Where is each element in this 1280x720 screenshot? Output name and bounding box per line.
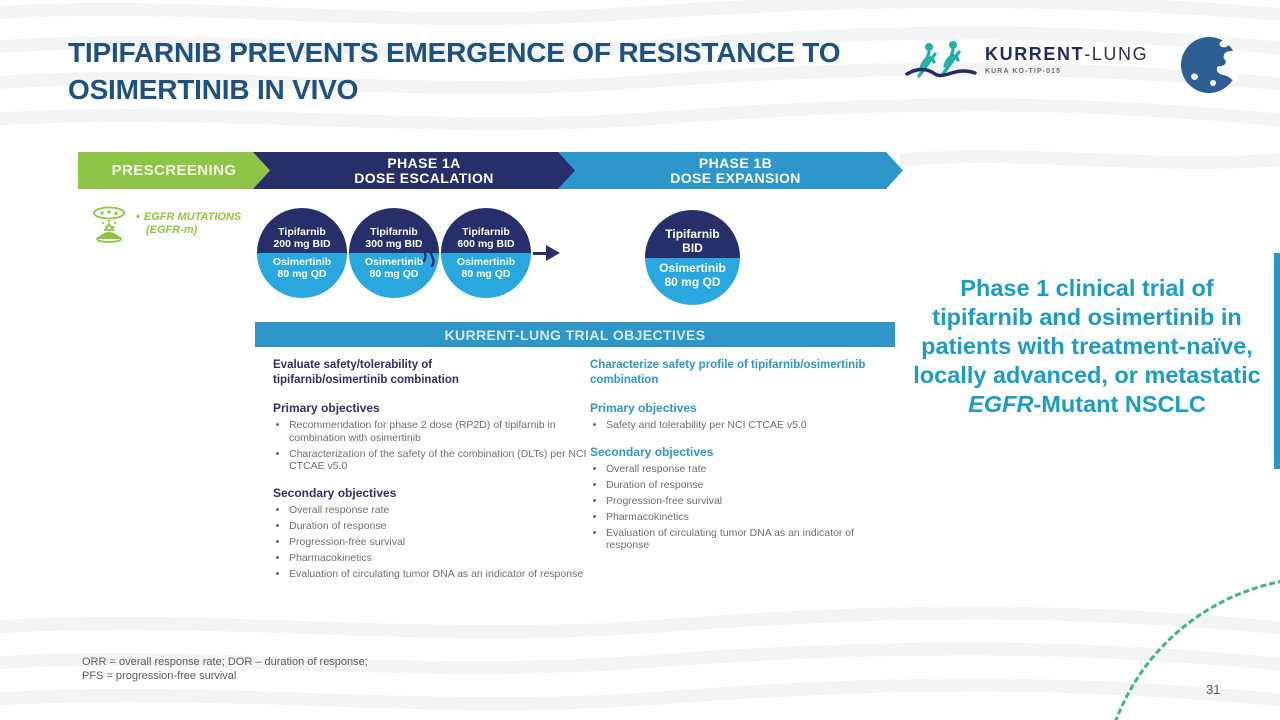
drug-name: Osimertinib: [272, 256, 332, 268]
stage-prescreening-label: PRESCREENING: [111, 162, 237, 179]
drug-dose: 80 mg QD: [277, 268, 327, 280]
tagline-part1: Phase 1 clinical trial of tipifarnib and…: [913, 275, 1261, 388]
right-primary-objectives-label: Primary objectives: [590, 401, 697, 415]
egfr-label-line1: EGFR MUTATIONS: [143, 211, 242, 223]
objective-item: Overall response rate: [606, 463, 885, 476]
drug-name: Tipifarnib: [278, 226, 326, 238]
egfr-mutation-icon: [93, 206, 125, 243]
objective-item: Progression-free survival: [606, 495, 885, 508]
kura-roundel-icon: [1181, 37, 1238, 93]
title-line-2: OSIMERTINIB IN VIVO: [68, 74, 359, 105]
drug-dose: BID: [682, 240, 703, 255]
objective-item: Evaluation of circulating tumor DNA as a…: [606, 527, 885, 552]
objective-item: Pharmacokinetics: [289, 552, 588, 565]
left-primary-objectives-list: Recommendation for phase 2 dose (RP2D) o…: [273, 419, 588, 473]
egfr-label-line2: (EGFR-m): [146, 224, 198, 236]
stage-phase-1a: PHASE 1A DOSE ESCALATION: [253, 152, 585, 189]
drug-dose: 80 mg QD: [664, 274, 721, 289]
bullet: •: [136, 211, 140, 223]
drug-dose: 80 mg QD: [461, 268, 511, 280]
objective-item: Progression-free survival: [289, 536, 588, 549]
objective-item: Duration of response: [289, 520, 588, 533]
stage-phase-1b-line1: PHASE 1B: [698, 154, 773, 171]
objective-item: Evaluation of circulating tumor DNA as a…: [289, 568, 588, 581]
objective-item: Duration of response: [606, 479, 885, 492]
right-primary-objectives-list: Safety and tolerability per NCI CTCAE v5…: [590, 419, 885, 432]
kurrent-lung-logo: KURRENT-LUNG KURA KO-TIP-015: [905, 36, 1148, 88]
page-title: TIPIFARNIB PREVENTS EMERGENCE OF RESISTA…: [68, 34, 898, 108]
stage-phase-1a-line2: DOSE ESCALATION: [354, 169, 494, 186]
abbreviations-footnote: ORR = overall response rate; DOR – durat…: [82, 655, 368, 683]
drug-name: Tipifarnib: [462, 226, 510, 238]
drug-name: Osimertinib: [456, 256, 516, 268]
objectives-column-expansion: Characterize safety profile of tipifarni…: [590, 358, 885, 555]
stage-phase-1a-line1: PHASE 1A: [387, 154, 461, 171]
objective-item: Safety and tolerability per NCI CTCAE v5…: [606, 419, 885, 432]
logo-wordmark-light: -LUNG: [1084, 44, 1149, 64]
objective-item: Recommendation for phase 2 dose (RP2D) o…: [289, 419, 588, 444]
trial-objectives-banner: KURRENT-LUNG TRIAL OBJECTIVES: [255, 322, 895, 347]
objective-item: Characterization of the safety of the co…: [289, 448, 588, 473]
logo-subtext: KURA KO-TIP-015: [985, 68, 1062, 75]
right-accent-bar: [1274, 253, 1280, 469]
left-secondary-objectives-list: Overall response rateDuration of respons…: [273, 504, 588, 581]
stage-prescreening: PRESCREENING: [78, 152, 270, 189]
footnote-line2: PFS = progression-free survival: [82, 670, 237, 682]
drug-dose: 600 mg BID: [457, 238, 515, 250]
tagline-egfr-italic: EGFR: [968, 391, 1034, 417]
right-secondary-objectives-label: Secondary objectives: [590, 444, 714, 459]
drug-name: Osimertinib: [364, 256, 424, 268]
drug-dose: 200 mg BID: [273, 238, 331, 250]
objective-item: Overall response rate: [289, 504, 588, 517]
right-objectives-heading: Characterize safety profile of tipifarni…: [590, 359, 866, 386]
left-objectives-heading: Evaluate safety/tolerability of tipifarn…: [273, 359, 459, 386]
objective-item: Pharmacokinetics: [606, 511, 885, 524]
drug-name: Osimertinib: [659, 260, 726, 275]
logo-text: KURRENT-LUNG KURA KO-TIP-015: [985, 44, 1148, 75]
tagline-part2: -Mutant NSCLC: [1033, 391, 1206, 417]
page-number: 31: [1206, 682, 1221, 697]
escalation-arrowhead-icon: [546, 245, 560, 261]
egfr-mutations-label: •EGFR MUTATIONS (EGFR-m): [136, 211, 241, 237]
axis-break-icon: [421, 241, 435, 268]
logo-wordmark-bold: KURRENT: [985, 44, 1085, 64]
left-secondary-objectives-label: Secondary objectives: [273, 485, 397, 500]
rowers-icon: [905, 41, 977, 78]
stage-phase-1b: PHASE 1B DOSE EXPANSION: [558, 152, 903, 189]
drug-dose: 300 mg BID: [365, 238, 423, 250]
drug-name: Tipifarnib: [665, 226, 720, 241]
left-primary-objectives-label: Primary objectives: [273, 401, 380, 415]
logo-wordmark: KURRENT-LUNG: [985, 44, 1148, 65]
objectives-column-escalation: Evaluate safety/tolerability of tipifarn…: [273, 358, 588, 584]
title-line-1: TIPIFARNIB PREVENTS EMERGENCE OF RESISTA…: [68, 37, 841, 68]
stage-phase-1b-line2: DOSE EXPANSION: [670, 169, 801, 186]
trial-summary-tagline: Phase 1 clinical trial of tipifarnib and…: [912, 274, 1262, 419]
drug-dose: 80 mg QD: [369, 268, 419, 280]
right-secondary-objectives-list: Overall response rateDuration of respons…: [590, 463, 885, 552]
drug-name: Tipifarnib: [370, 226, 418, 238]
footnote-line1: ORR = overall response rate; DOR – durat…: [82, 656, 368, 668]
